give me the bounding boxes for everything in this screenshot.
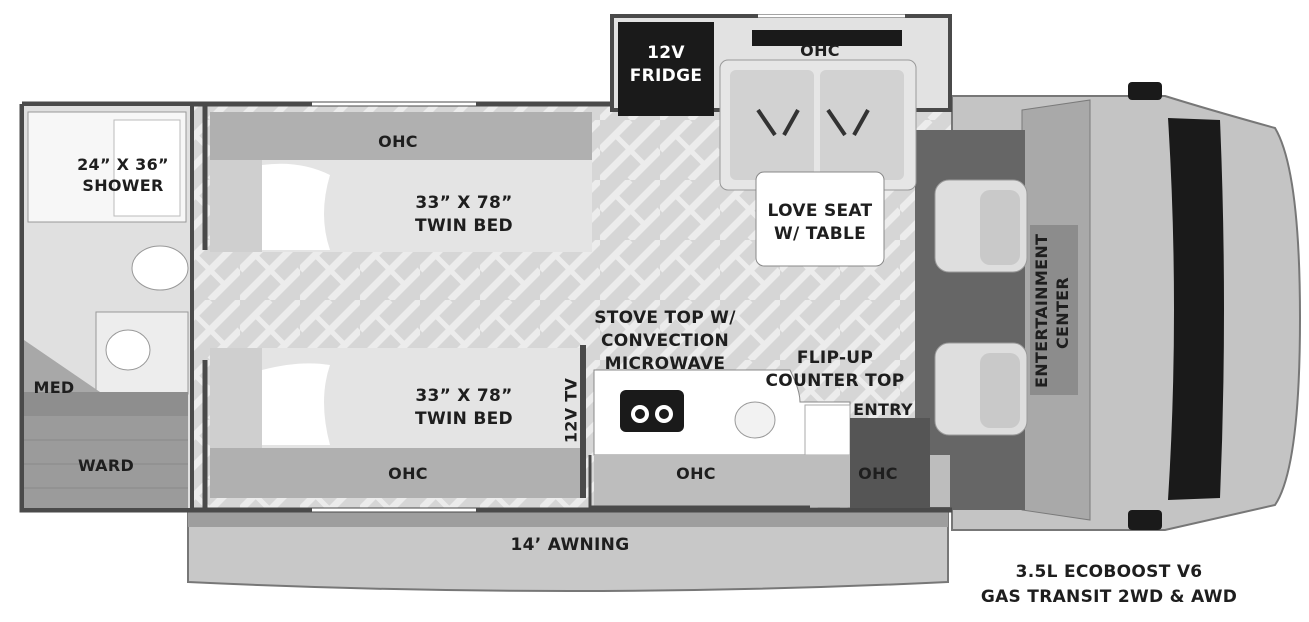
twin-bed-top-label: 33” X 78” TWIN BED xyxy=(415,193,513,236)
med-label: MED xyxy=(33,378,75,397)
engine-line-2: GAS TRANSIT 2WD & AWD xyxy=(980,587,1238,607)
ohc-label-bottom-bed: OHC xyxy=(388,464,428,483)
entertainment-center-panel xyxy=(1030,225,1078,395)
mirror-top xyxy=(1128,82,1162,100)
engine-line-1: 3.5L ECOBOOST V6 xyxy=(1015,562,1203,582)
sink xyxy=(105,329,151,371)
wardrobe xyxy=(24,416,188,508)
shower-label: 24” X 36” SHOWER xyxy=(77,155,169,195)
windshield xyxy=(1168,118,1224,500)
stove-label: STOVE TOP W/ CONVECTION MICROWAVE xyxy=(594,308,736,374)
entry-label: ENTRY xyxy=(853,400,913,419)
entry-step xyxy=(850,418,930,508)
stove-top xyxy=(620,390,684,432)
fridge-label: 12V FRIDGE xyxy=(629,43,703,86)
flip-up-counter xyxy=(804,404,851,456)
ohc-label-bottom-entry: OHC xyxy=(858,464,898,483)
tv-label: 12V TV xyxy=(561,377,581,444)
flip-up-label: FLIP-UP COUNTER TOP xyxy=(765,348,905,391)
dinette-table xyxy=(755,171,885,267)
entertainment-center-label: ENTERTAINMENT CENTER xyxy=(1032,233,1072,388)
ohc-label-lounge: OHC xyxy=(800,41,840,60)
ward-label: WARD xyxy=(77,456,135,475)
kitchen-sink xyxy=(734,401,776,439)
med-cabinet xyxy=(24,392,188,416)
mirror-bottom xyxy=(1128,510,1162,530)
fridge-box xyxy=(618,22,714,116)
awning-label: 14’ AWNING xyxy=(510,535,630,555)
awning-shape xyxy=(187,510,949,592)
toilet xyxy=(131,245,189,291)
twin-bed-bottom-label: 33” X 78” TWIN BED xyxy=(415,386,513,429)
love-seat-label: LOVE SEAT W/ TABLE xyxy=(767,201,873,244)
ohc-label-top-bed: OHC xyxy=(378,132,418,151)
ohc-label-bottom-kitchen: OHC xyxy=(676,464,716,483)
